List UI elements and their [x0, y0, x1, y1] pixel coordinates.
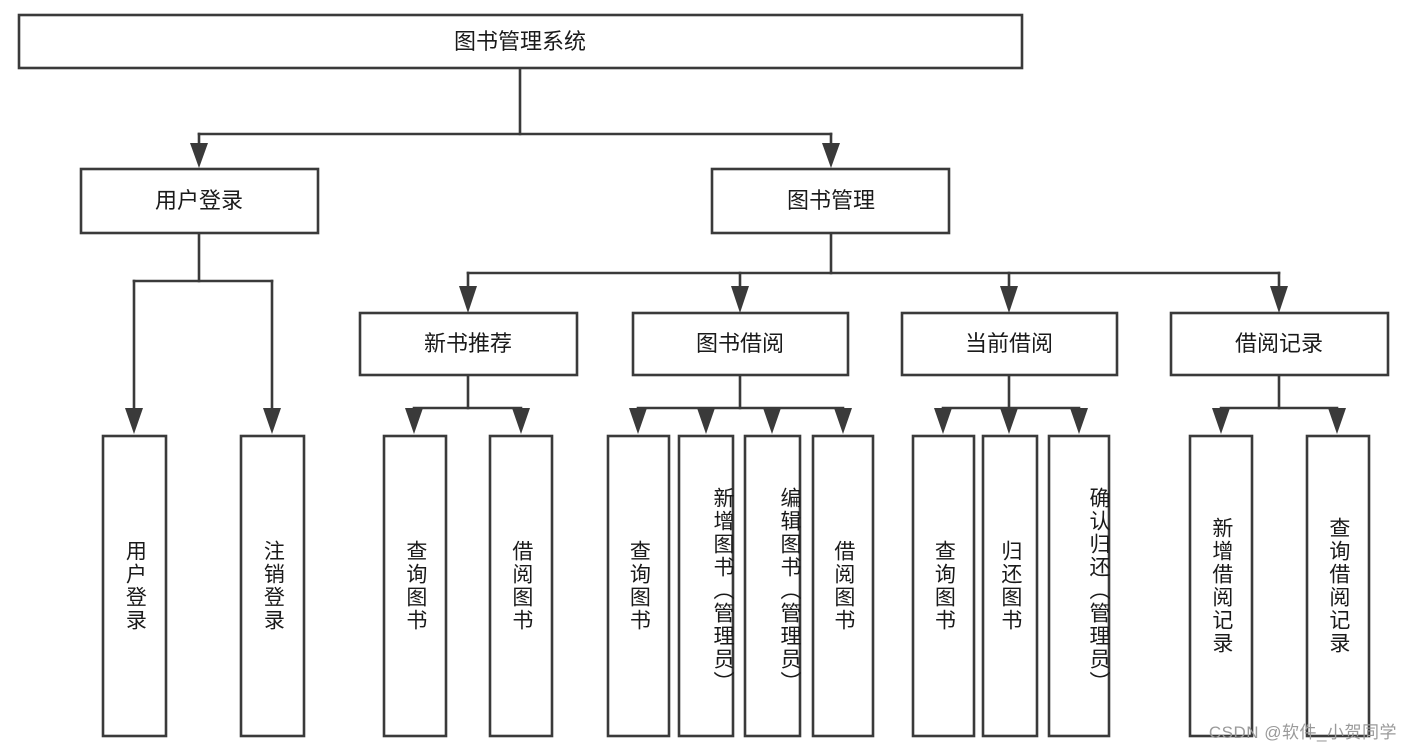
connector-group-book-manage [459, 231, 1288, 313]
arrow-icon-bm-2 [731, 286, 749, 313]
leaf-box-borrow-3[interactable] [743, 434, 802, 738]
leaf-box-current-2[interactable] [981, 434, 1039, 738]
leaf-label-borrow-2: 新增图书（管理员） [711, 486, 734, 694]
leaf-label-borrow-3: 编辑图书（管理员） [778, 486, 801, 694]
leaf-box-borrow-1[interactable] [606, 434, 671, 738]
watermark-text: CSDN @软件_小贺同学 [1208, 723, 1397, 742]
node-book-manage[interactable]: 图书管理 [710, 167, 951, 235]
node-current-borrow-label: 当前借阅 [965, 331, 1053, 356]
leaf-label-borrow-1: 查询图书 [627, 540, 651, 632]
connector-group-borrow [629, 373, 852, 434]
leaf-box-new-book-1[interactable] [382, 434, 448, 738]
arrow-icon-root-1 [190, 143, 208, 168]
node-book-manage-label: 图书管理 [787, 188, 875, 213]
node-current-borrow[interactable]: 当前借阅 [900, 311, 1119, 377]
node-new-book-recommend-label: 新书推荐 [424, 331, 512, 356]
arrow-icon-bw-4 [834, 408, 852, 434]
leaf-box-borrow-4[interactable] [811, 434, 875, 738]
leaf-box-new-book-2[interactable] [488, 434, 554, 738]
node-root-label: 图书管理系统 [454, 29, 586, 54]
node-new-book-recommend[interactable]: 新书推荐 [358, 311, 579, 377]
leaf-label-current-1: 查询图书 [932, 540, 956, 632]
connector-group-user-login [125, 231, 281, 434]
arrow-icon-bm-1 [459, 286, 477, 313]
node-book-borrow-box[interactable] [631, 311, 850, 377]
arrow-icon-bw-1 [629, 408, 647, 434]
node-user-login-label: 用户登录 [155, 188, 243, 213]
node-user-login[interactable]: 用户登录 [79, 167, 320, 235]
arrow-icon-bw-2 [697, 408, 715, 434]
node-borrow-record[interactable]: 借阅记录 [1169, 311, 1390, 377]
leaf-label-user-login-2: 注销登录 [261, 540, 285, 632]
connector-group-new-book [405, 373, 530, 434]
arrow-icon-cb-2 [1000, 408, 1018, 434]
leaf-box-current-3[interactable] [1047, 434, 1111, 738]
node-current-borrow-box[interactable] [900, 311, 1119, 377]
arrow-icon-bm-3 [1000, 286, 1018, 313]
arrow-icon-cb-1 [934, 408, 952, 434]
connector-group-record [1212, 373, 1346, 434]
leaf-box-current-1[interactable] [911, 434, 976, 738]
connector-group-current [934, 373, 1088, 434]
node-book-manage-box[interactable] [710, 167, 951, 235]
leaf-label-user-login-1: 用户登录 [123, 540, 147, 632]
arrow-icon-user-2 [263, 408, 281, 434]
node-user-login-box[interactable] [79, 167, 320, 235]
leaf-box-user-login-2[interactable] [239, 434, 306, 738]
arrow-icon-nb-2 [512, 408, 530, 434]
node-root[interactable]: 图书管理系统 [17, 13, 1024, 70]
leaf-box-record-1[interactable] [1188, 434, 1254, 738]
node-book-borrow-label: 图书借阅 [696, 331, 784, 356]
leaf-box-user-login-1[interactable] [101, 434, 168, 738]
arrow-icon-bw-3 [763, 408, 781, 434]
leaf-label-record-1: 新增借阅记录 [1209, 517, 1233, 655]
leaf-label-current-2: 归还图书 [998, 540, 1022, 632]
leaf-label-new-book-2: 借阅图书 [509, 540, 533, 632]
arrow-icon-nb-1 [405, 408, 423, 434]
leaf-label-borrow-4: 借阅图书 [831, 540, 855, 632]
arrow-icon-root-2 [822, 143, 840, 168]
leaf-label-new-book-1: 查询图书 [403, 540, 427, 632]
arrow-icon-rc-1 [1212, 408, 1230, 434]
leaf-box-borrow-2[interactable] [677, 434, 735, 738]
connector-group-root [190, 66, 840, 168]
arrow-icon-user-1 [125, 408, 143, 434]
node-borrow-record-label: 借阅记录 [1235, 331, 1323, 356]
node-root-box[interactable] [17, 13, 1024, 70]
node-new-book-recommend-box[interactable] [358, 311, 579, 377]
leaf-box-record-2[interactable] [1305, 434, 1371, 738]
node-book-borrow[interactable]: 图书借阅 [631, 311, 850, 377]
arrow-icon-cb-3 [1070, 408, 1088, 434]
node-borrow-record-box[interactable] [1169, 311, 1390, 377]
arrow-icon-bm-4 [1270, 286, 1288, 313]
leaf-label-current-3: 确认归还（管理员） [1087, 486, 1110, 694]
arrow-icon-rc-2 [1328, 408, 1346, 434]
leaf-label-record-2: 查询借阅记录 [1326, 517, 1350, 655]
